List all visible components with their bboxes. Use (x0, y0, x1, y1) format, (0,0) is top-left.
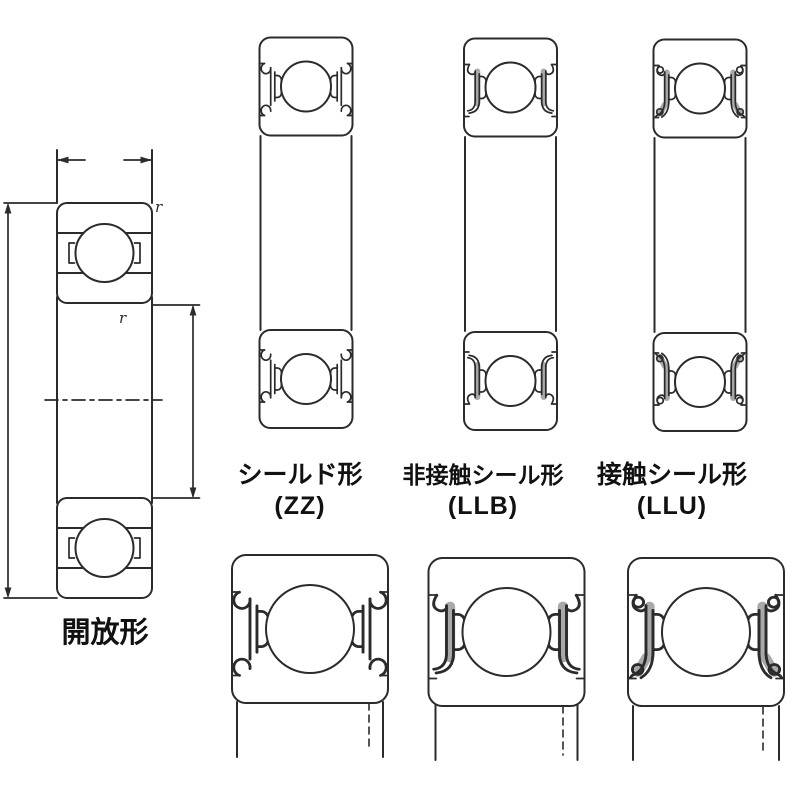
llb-type-label: 非接触シール形 (402, 462, 564, 488)
width-dimension (56, 156, 153, 164)
llu-seal-detail-drawing (628, 558, 784, 761)
llb-seal-detail-drawing (429, 558, 585, 761)
fillet-radius-label-bottom: r (119, 309, 127, 327)
bearing-body (56, 149, 153, 599)
zz-type-label: シールド形 (237, 461, 363, 489)
zz-type-code: (ZZ) (274, 492, 326, 520)
zz-seal-detail-drawing (232, 555, 388, 758)
outer-diameter-dimension (3, 202, 58, 599)
zz-bearing-drawing (260, 38, 353, 429)
llu-type-label: 接触シール形 (596, 461, 747, 489)
bore-dimension (151, 304, 201, 499)
open-type-label: 開放形 (61, 617, 149, 649)
llb-type-code: (LLB) (447, 492, 519, 520)
llb-bearing-drawing (464, 39, 557, 431)
open-bearing-drawing: r r (3, 149, 201, 599)
fillet-radius-label-top: r (155, 198, 163, 216)
llu-type-code: (LLU) (636, 492, 708, 520)
llu-bearing-drawing (654, 40, 747, 432)
